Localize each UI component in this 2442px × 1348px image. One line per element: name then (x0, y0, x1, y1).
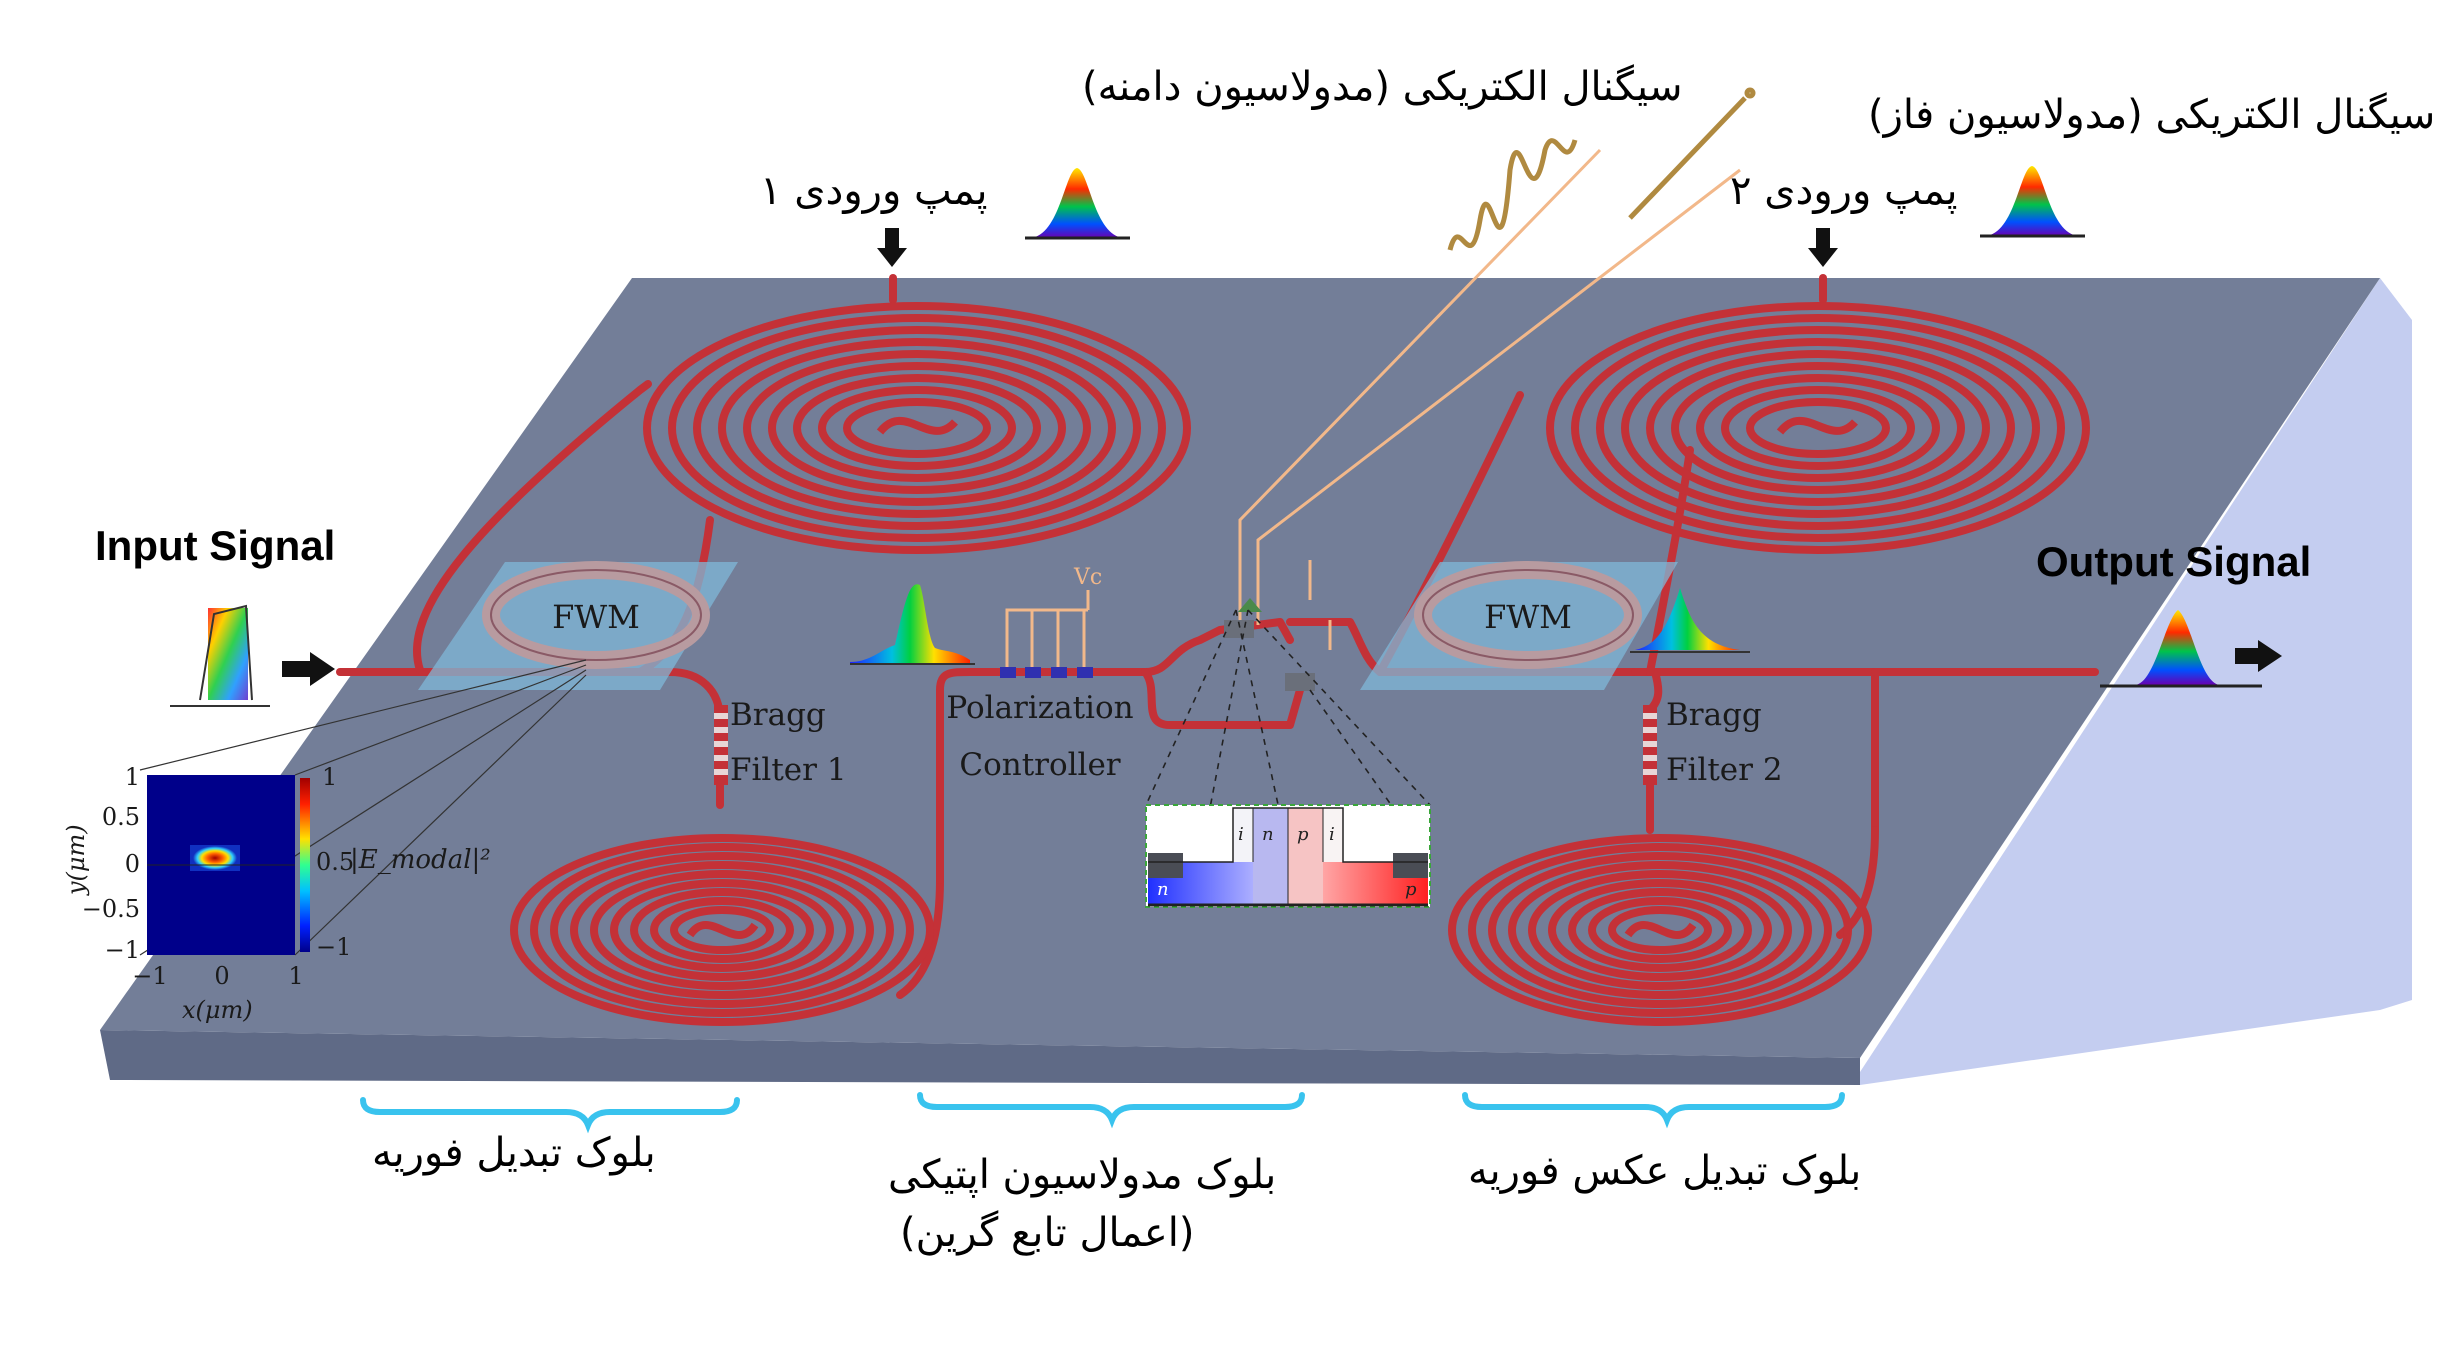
polarization-segments (1000, 667, 1093, 678)
fourier-block-label: بلوک تبدیل فوریه (372, 1130, 656, 1176)
pin-label-p-slab: p (1405, 879, 1417, 900)
colorbar-tick-neg-1: −1 (316, 933, 351, 961)
y-tick-0: 0 (125, 850, 140, 878)
i-rib-right (1323, 808, 1343, 862)
spectrum-after-fwm2 (1630, 588, 1750, 653)
i-rib-left (1233, 808, 1253, 862)
mode-profile (193, 846, 237, 870)
n-rib (1253, 808, 1288, 905)
bragg-filter-1-line1: Bragg (730, 697, 826, 733)
phase-signal-waveform (1628, 87, 1756, 220)
bracket-inverse-fourier (1462, 1092, 1845, 1129)
electric-signal-phase-label: سیگنال الکتریکی (مدولاسیون فاز) (1868, 92, 2436, 138)
pump-arrow-2 (1808, 228, 1838, 267)
inverse-fourier-block-label: بلوک تبدیل عکس فوریه (1468, 1148, 1862, 1194)
pump-2-label: پمپ ورودی ۲ (1730, 168, 1958, 214)
pump-1-label: پمپ ورودی ۱ (760, 168, 988, 214)
output-signal-label: Output Signal (2036, 538, 2312, 585)
bracket-optical-modulation (917, 1092, 1305, 1129)
chip-front-face (100, 1030, 1860, 1085)
y-tick-0.5: 0.5 (102, 803, 140, 831)
spiral-bottom-left (510, 834, 934, 1026)
spectrum-before-polarization (850, 584, 975, 665)
pump-arrow-1 (877, 228, 907, 267)
pin-junction-cross-section: n i n p i p (1145, 804, 1431, 908)
input-arrow (282, 652, 335, 686)
chip-side-face (1860, 278, 2412, 1085)
pump-pulse-1 (1025, 168, 1130, 240)
input-signal-label: Input Signal (95, 522, 336, 569)
x-tick-1: 1 (288, 962, 303, 990)
p-rib (1288, 808, 1323, 905)
y-tick-neg-0.5: −0.5 (82, 895, 140, 923)
fwm-label-2: FWM (1484, 598, 1572, 636)
y-tick-1: 1 (125, 763, 140, 791)
bragg-grating-2 (1643, 705, 1657, 785)
input-pulse (170, 604, 270, 707)
fwm-ring-2 (1360, 561, 1678, 690)
x-axis-label: x(μm) (182, 996, 253, 1024)
contact-right (1393, 853, 1428, 878)
modal-field-plot: 1 0.5 0 −0.5 −1 −1 0 1 1 0.5 −1 |E_modal… (62, 659, 587, 1024)
pin-label-n-rib: n (1262, 824, 1274, 845)
spiral-top-right (1546, 302, 2090, 554)
modal-colorbar (300, 778, 310, 952)
x-tick-neg-1: −1 (132, 962, 167, 990)
contact-left (1148, 853, 1183, 878)
optical-modulation-block-line2: (اعمال تابع گرین) (900, 1210, 1195, 1256)
bragg-grating-1 (714, 705, 728, 785)
fwm-label-1: FWM (552, 598, 640, 636)
polarization-controller-line1: Polarization (946, 690, 1133, 726)
y-axis-label: y(μm) (62, 824, 90, 896)
y-tick-neg-1: −1 (105, 936, 140, 964)
colorbar-tick-1: 1 (322, 763, 337, 791)
spiral-top-left (643, 302, 1191, 554)
amplitude-signal-waveform (1447, 138, 1578, 251)
modulator-electrodes (1224, 598, 1315, 691)
electric-signal-amplitude-label: سیگنال الکتریکی (مدولاسیون دامنه) (1082, 64, 1683, 110)
output-arrow (2235, 640, 2282, 672)
polarization-controller-line2: Controller (959, 747, 1120, 783)
bragg-filter-2-line2: Filter 2 (1666, 752, 1783, 788)
vc-label: Vc (1073, 565, 1102, 590)
x-tick-0: 0 (214, 962, 229, 990)
pin-label-n-slab: n (1157, 879, 1169, 900)
colorbar-label: |E_modal|² (350, 845, 491, 875)
pin-label-i-left: i (1238, 824, 1244, 845)
output-pulse (2100, 610, 2262, 688)
polarization-electrodes (1005, 590, 1090, 672)
spiral-bottom-right (1448, 834, 1872, 1026)
electrical-wires (1238, 148, 1741, 650)
bragg-filter-2-line1: Bragg (1666, 697, 1762, 733)
pin-label-i-right: i (1329, 824, 1335, 845)
bracket-fourier (360, 1097, 740, 1134)
bragg-filter-1-line2: Filter 1 (730, 752, 847, 788)
pump-pulse-2 (1980, 166, 2085, 238)
pin-label-p-rib: p (1297, 824, 1309, 845)
colorbar-tick-0.5: 0.5 (316, 848, 354, 876)
optical-modulation-block-line1: بلوک مدولاسیون اپتیکی (888, 1152, 1277, 1198)
fwm-ring-1 (418, 561, 738, 690)
